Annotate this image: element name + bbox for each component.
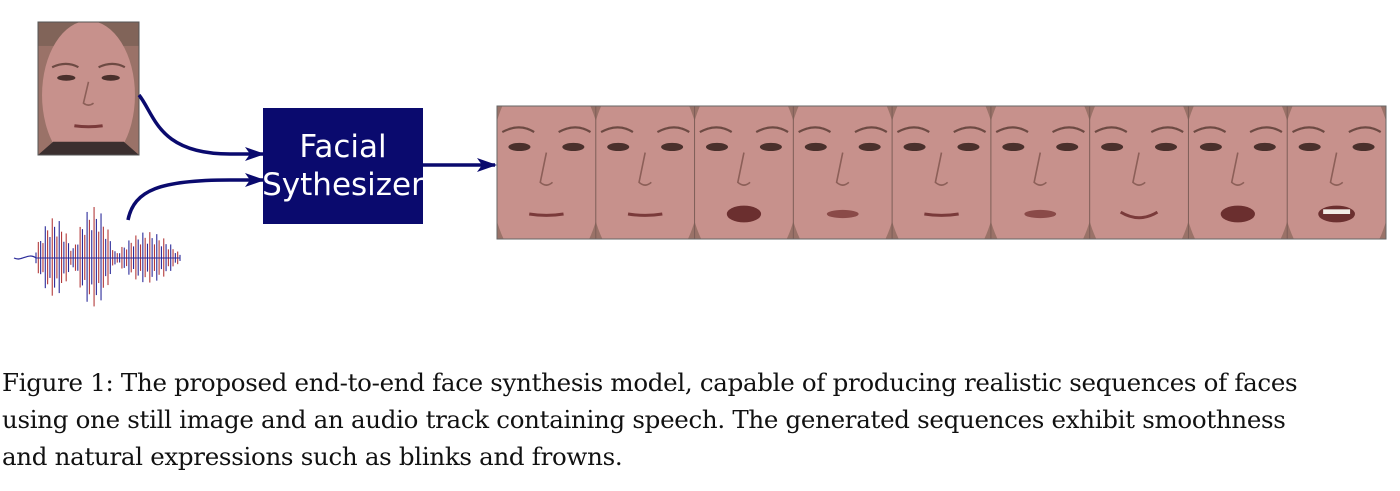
output-frame <box>990 106 1090 239</box>
output-frame <box>496 106 596 239</box>
image-to-synth-arrow <box>137 93 265 161</box>
output-sequence-border <box>496 105 1387 240</box>
figure-canvas <box>13 21 1387 307</box>
caption-line-1: Figure 1: The proposed end-to-end face s… <box>2 368 1298 397</box>
synth-label-line1: Facial <box>299 129 387 165</box>
input-face-image <box>38 22 139 155</box>
audio-to-synth-arrow <box>126 173 265 221</box>
output-frame <box>1286 106 1386 239</box>
output-frame <box>1089 106 1189 239</box>
output-frame <box>595 106 695 239</box>
figure-caption: Figure 1: The proposed end-to-end face s… <box>2 364 1398 475</box>
output-sequence <box>496 105 1387 240</box>
output-frame <box>792 106 893 239</box>
facial-synthesizer-box: Facial Sythesizer <box>262 108 424 224</box>
output-frame <box>694 106 794 239</box>
output-frame <box>891 106 991 239</box>
caption-line-2: using one still image and an audio track… <box>2 405 1286 434</box>
caption-line-3: and natural expressions such as blinks a… <box>2 442 623 471</box>
synth-label-line2: Sythesizer <box>262 167 424 203</box>
figure: Facial Sythesizer <box>13 21 1387 307</box>
output-frame <box>1187 106 1288 239</box>
audio-waveform-icon <box>13 207 181 307</box>
